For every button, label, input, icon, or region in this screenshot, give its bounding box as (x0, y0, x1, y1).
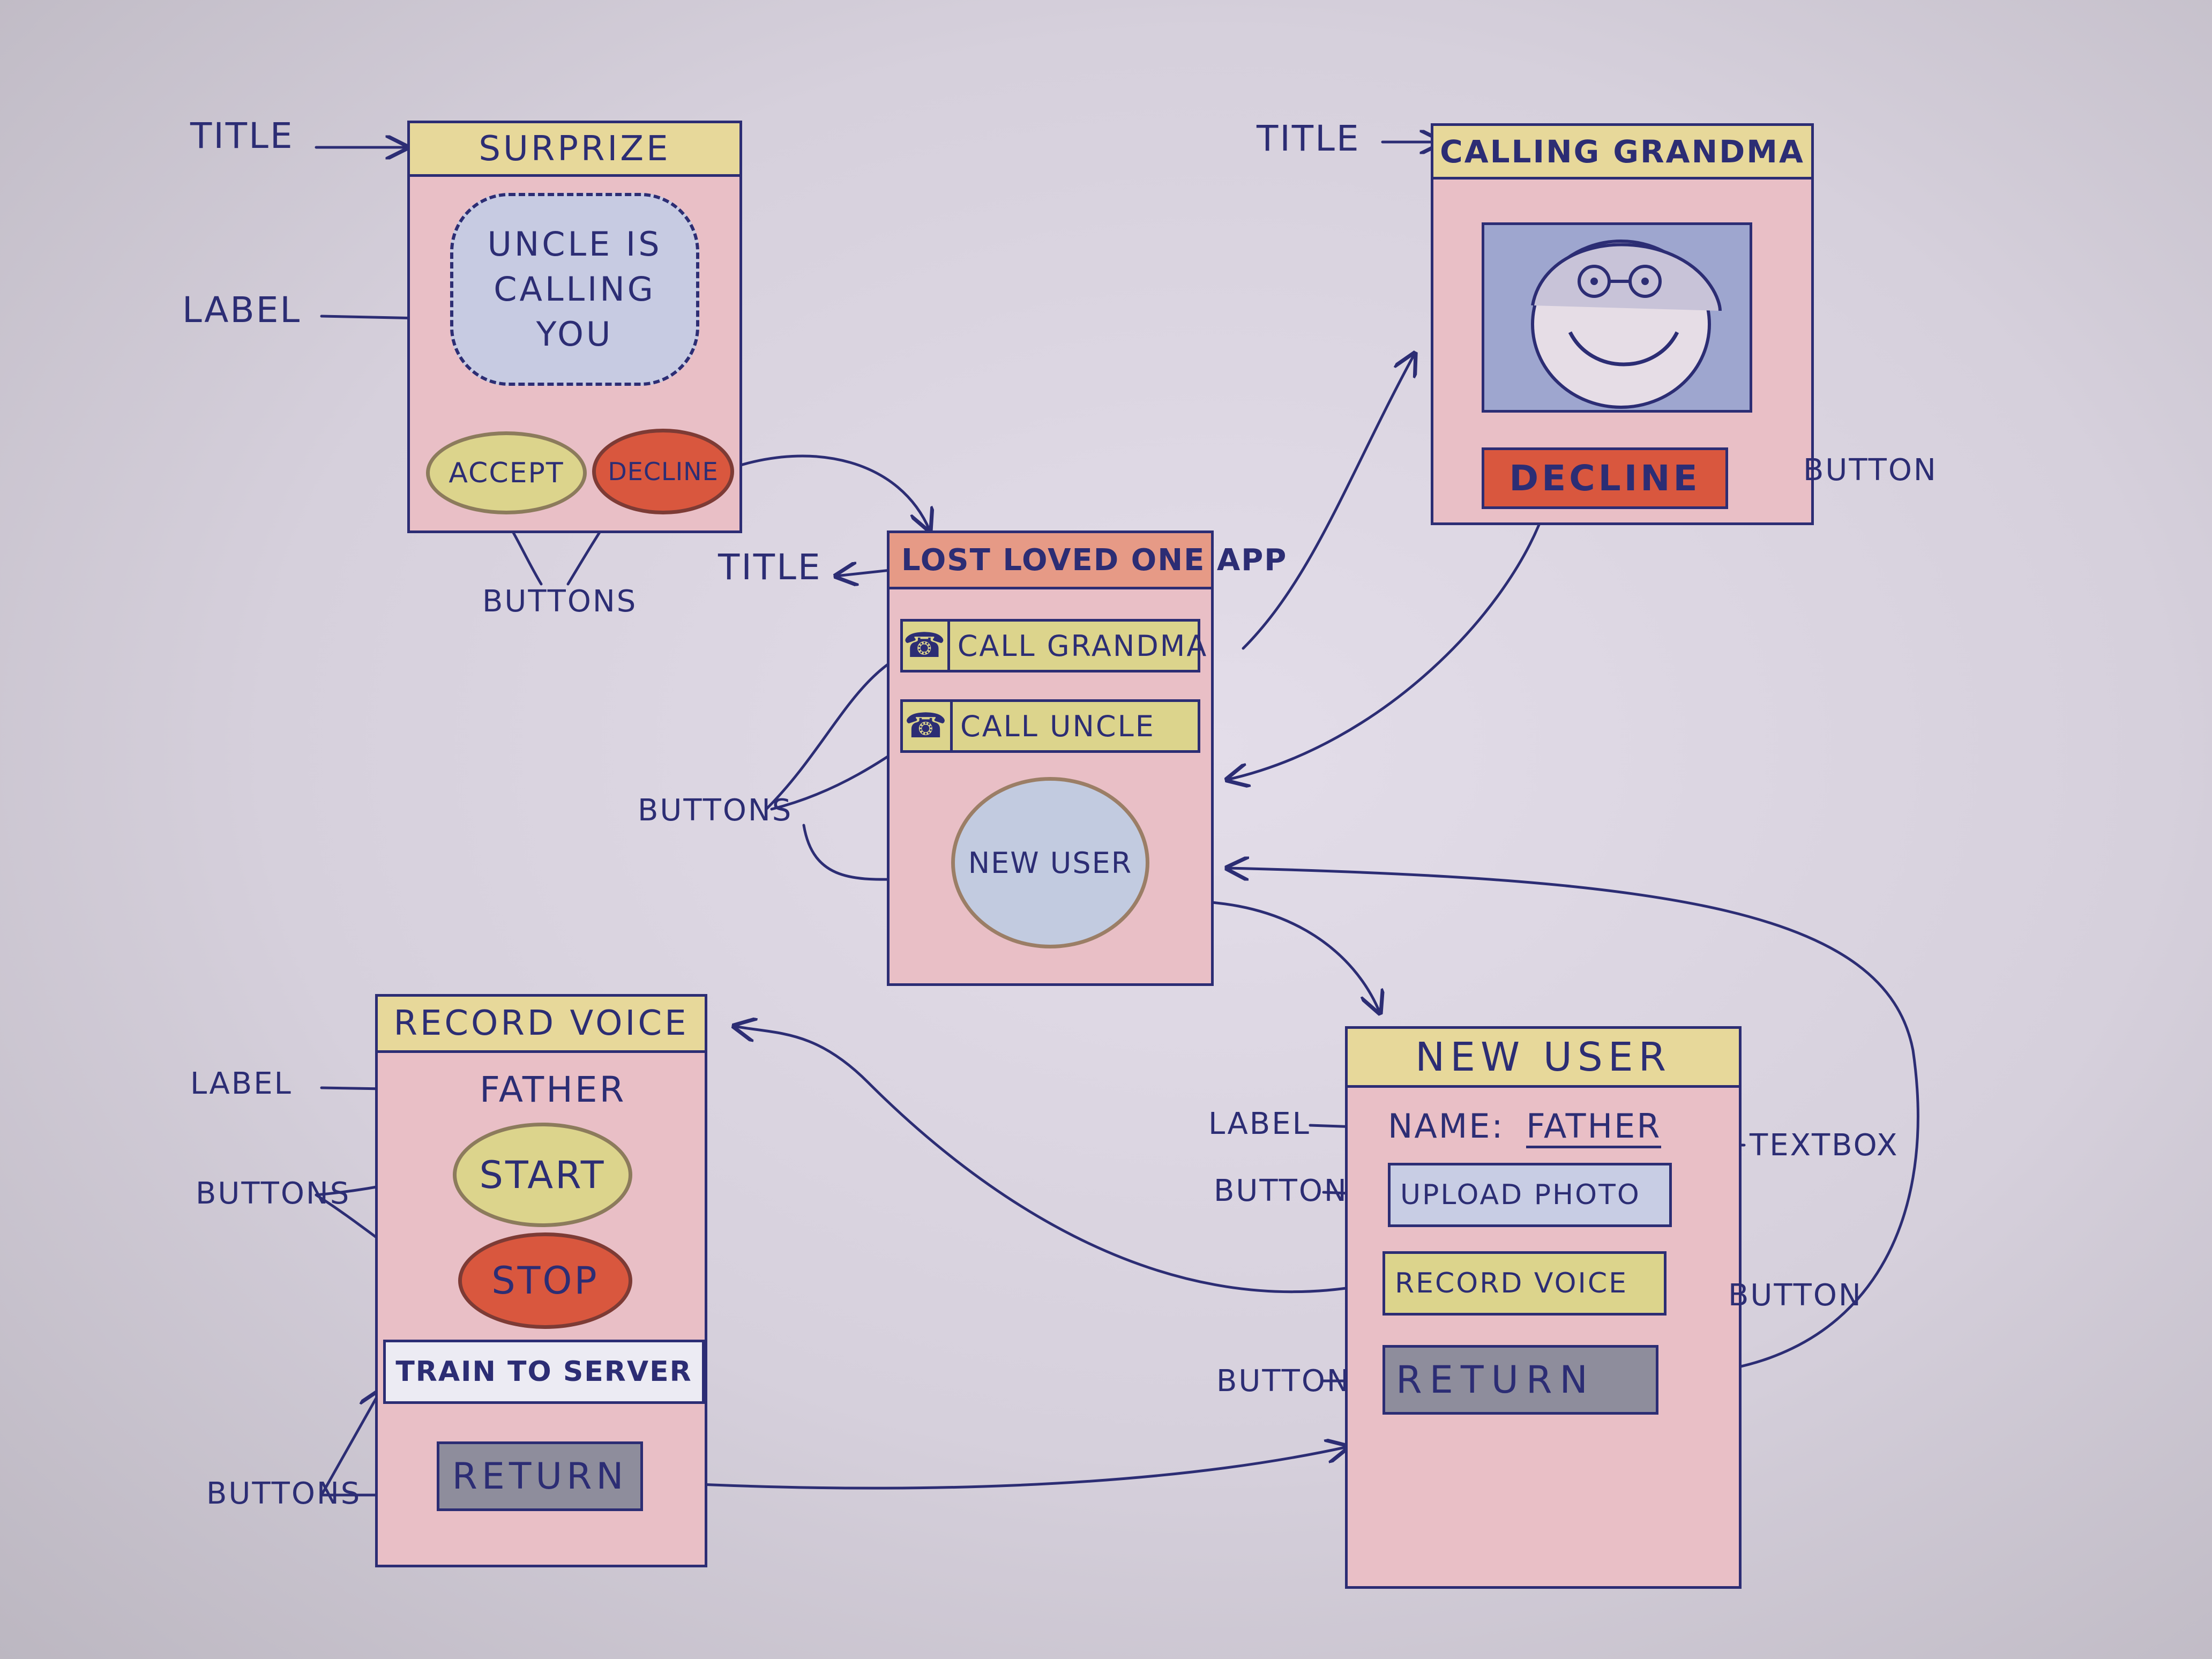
annotation-label: LABEL (182, 289, 302, 331)
screen-new-user: NEW USER NAME: FATHER UPLOAD PHOTO RECOR… (1345, 1026, 1742, 1589)
new-user-button[interactable]: NEW USER (951, 777, 1149, 948)
arrow-return-to-main (1227, 868, 1919, 1376)
stop-button[interactable]: STOP (458, 1232, 632, 1329)
annotation-title: TITLE (1257, 118, 1361, 159)
upload-photo-button[interactable]: UPLOAD PHOTO (1388, 1163, 1672, 1227)
screen-title: CALLING GRANDMA (1433, 126, 1811, 180)
grandma-photo (1482, 222, 1752, 413)
annotation-textbox: TEXTBOX (1750, 1128, 1899, 1163)
call-grandma-button[interactable]: ☎ CALL GRANDMA (900, 619, 1206, 672)
start-button[interactable]: START (453, 1123, 632, 1227)
name-row: NAME: FATHER (1388, 1107, 1662, 1148)
call-grandma-label: CALL GRANDMA (957, 629, 1208, 663)
accept-button[interactable]: ACCEPT (426, 431, 587, 514)
call-uncle-button[interactable]: ☎ CALL UNCLE (900, 699, 1200, 753)
arrow-record-return-to-newuser (644, 1447, 1348, 1490)
phone-icon: ☎ (903, 701, 953, 751)
return-button[interactable]: RETURN (437, 1441, 643, 1511)
screen-main: LOST LOVED ONE APP ☎ CALL GRANDMA ☎ CALL… (887, 530, 1286, 986)
incoming-call-label: UNCLE IS CALLING YOU (450, 193, 699, 386)
annotation-label: LABEL (1208, 1107, 1311, 1141)
annotation-buttons: BUTTONS (638, 793, 793, 828)
annotation-buttons: BUTTONS (206, 1476, 362, 1511)
screen-surprize: SURPRIZE UNCLE IS CALLING YOU ACCEPT DEC… (407, 121, 742, 533)
screen-title: NEW USER (1348, 1029, 1739, 1088)
phone-icon: ☎ (903, 621, 950, 670)
speaker-label: FATHER (480, 1069, 626, 1110)
decline-button[interactable]: DECLINE (1482, 447, 1728, 509)
smiley-face-icon (1531, 240, 1722, 409)
annotation-button: BUTTON (1728, 1278, 1863, 1313)
arrow-record-to-screen (734, 1026, 1376, 1294)
train-to-server-button[interactable]: TRAIN TO SERVER (383, 1340, 705, 1404)
screen-title: SURPRIZE (410, 123, 739, 177)
name-label: NAME: (1388, 1107, 1505, 1146)
arrow-calling-decline-to-main (1227, 505, 1548, 780)
screen-title: RECORD VOICE (378, 997, 705, 1053)
return-button[interactable]: RETURN (1382, 1345, 1658, 1415)
screen-calling-grandma: CALLING GRANDMA DECLINE (1431, 123, 1814, 525)
pointer-buttons-4c (320, 1391, 380, 1497)
annotation-buttons: BUTTONS (196, 1176, 351, 1211)
name-textbox[interactable]: FATHER (1526, 1107, 1662, 1148)
annotation-title: TITLE (190, 115, 294, 156)
annotation-buttons: BUTTONS (482, 584, 638, 619)
arrow-call-to-calling (1242, 354, 1415, 650)
annotation-button: BUTTON (1214, 1174, 1348, 1208)
screen-record-voice: RECORD VOICE FATHER START STOP TRAIN TO … (375, 994, 707, 1567)
annotation-button: BUTTON (1216, 1364, 1351, 1399)
annotation-button: BUTTON (1803, 453, 1938, 488)
record-voice-button[interactable]: RECORD VOICE (1382, 1251, 1667, 1316)
decline-button[interactable]: DECLINE (592, 429, 734, 514)
annotation-label: LABEL (190, 1066, 293, 1101)
arrow-decline-to-main (727, 454, 930, 530)
screen-title: LOST LOVED ONE APP (890, 533, 1286, 589)
call-uncle-label: CALL UNCLE (960, 709, 1155, 743)
annotation-title: TITLE (718, 547, 822, 588)
